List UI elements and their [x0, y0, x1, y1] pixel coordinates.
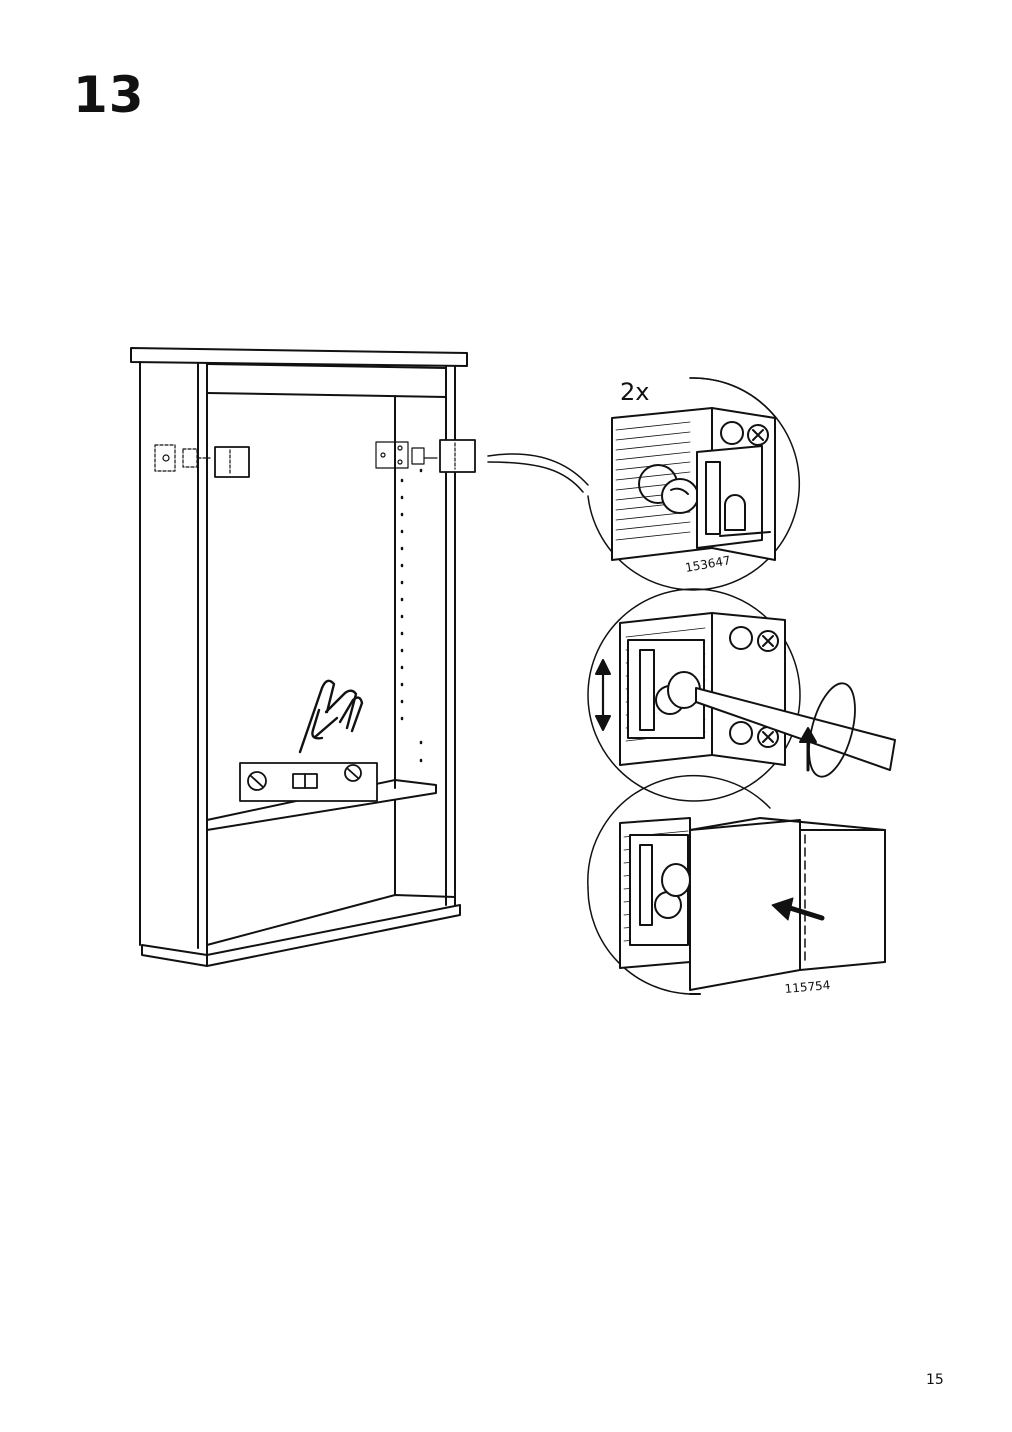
hand-icon [298, 679, 364, 754]
page-number: 15 [926, 1372, 944, 1388]
detail-3-cover-cap [587, 774, 886, 995]
spirit-level [239, 762, 378, 802]
step-number: 13 [73, 66, 145, 124]
cabinet-drawing [130, 347, 589, 967]
detail-3-part-number: 115754 [784, 978, 831, 996]
detail-2-adjust-screw [587, 588, 896, 802]
hinge-bracket-left [154, 444, 250, 478]
detail-1-part-number: 153647 [684, 553, 732, 575]
hinge-bracket-right [375, 439, 476, 473]
shelf-pin-holes [400, 468, 423, 763]
detail-1-hinge-hook [587, 377, 801, 591]
detail-1-quantity: 2x [620, 378, 649, 406]
